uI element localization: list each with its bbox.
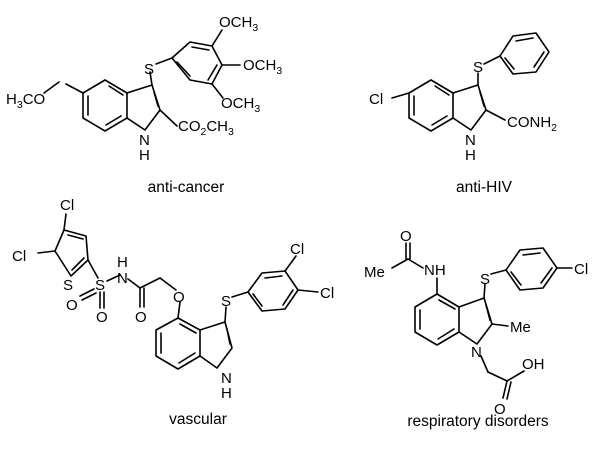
activity-label-anti-cancer: anti-cancer: [148, 179, 225, 196]
indole-n-label: N: [221, 370, 232, 387]
amide-h-label: H: [117, 254, 128, 271]
methyl-label: Me: [510, 319, 531, 336]
sulfur-atom-label: S: [144, 61, 154, 78]
activity-label-anti-hiv: anti-HIV: [456, 179, 513, 196]
hydroxyl-label: OH: [522, 356, 545, 373]
chlorine-label-a: Cl: [60, 197, 74, 214]
sulfur-atom-label: S: [473, 59, 483, 76]
indole-h-label: H: [221, 385, 232, 402]
indole-n-label: N: [139, 132, 150, 149]
sulfonyl-sulfur-label: S: [95, 277, 105, 294]
compound-vascular: Cl Cl S S O O H N O O S Cl Cl N H vascul…: [12, 197, 334, 428]
compound-anti-cancer: S OCH3 OCH3 OCH3 H3CO CO2CH3 N H anti-ca…: [6, 14, 282, 196]
chlorine-label: Cl: [369, 91, 383, 108]
compound-anti-hiv: Cl S CONH2 N H anti-HIV: [369, 32, 557, 196]
activity-label-vascular: vascular: [169, 411, 227, 428]
amide-nh-label: NH: [424, 262, 446, 279]
indole-h-label: H: [465, 147, 476, 164]
ether-oxygen-label: O: [173, 289, 185, 306]
sulfonyl-oxygen-b-label: O: [96, 309, 108, 326]
sulfonyl-oxygen-a-label: O: [66, 297, 78, 314]
acyl-methyl-label: Me: [364, 264, 385, 281]
chlorine-label-d: Cl: [320, 285, 334, 302]
indole-h-label: H: [139, 147, 150, 164]
acid-oxygen-label: O: [494, 401, 506, 418]
amide-n-label: N: [117, 270, 128, 287]
indole-n-label: N: [465, 132, 476, 149]
amide-label: CONH2: [507, 114, 557, 134]
methoxy-label-middle: OCH3: [243, 57, 282, 77]
sulfur-link-label: S: [221, 293, 231, 310]
chlorine-label-c: Cl: [290, 241, 304, 258]
sulfur-atom-label: S: [480, 271, 490, 288]
indole-n-label: N: [471, 344, 482, 361]
chlorine-label-b: Cl: [12, 248, 26, 265]
thiophene-sulfur-label: S: [63, 277, 73, 294]
methoxy-label-top: OCH3: [219, 14, 258, 34]
methoxy-label-left: H3CO: [6, 91, 45, 111]
carbonyl-oxygen-label: O: [135, 309, 147, 326]
ester-label: CO2CH3: [178, 118, 234, 138]
chlorine-label: Cl: [574, 261, 588, 278]
activity-label-respiratory: respiratory disorders: [407, 413, 549, 430]
methoxy-label-bottom: OCH3: [221, 95, 260, 115]
compound-respiratory: O Me NH S Cl Me N O OH respiratory disor…: [364, 228, 588, 430]
acyl-oxygen-label: O: [400, 228, 412, 245]
